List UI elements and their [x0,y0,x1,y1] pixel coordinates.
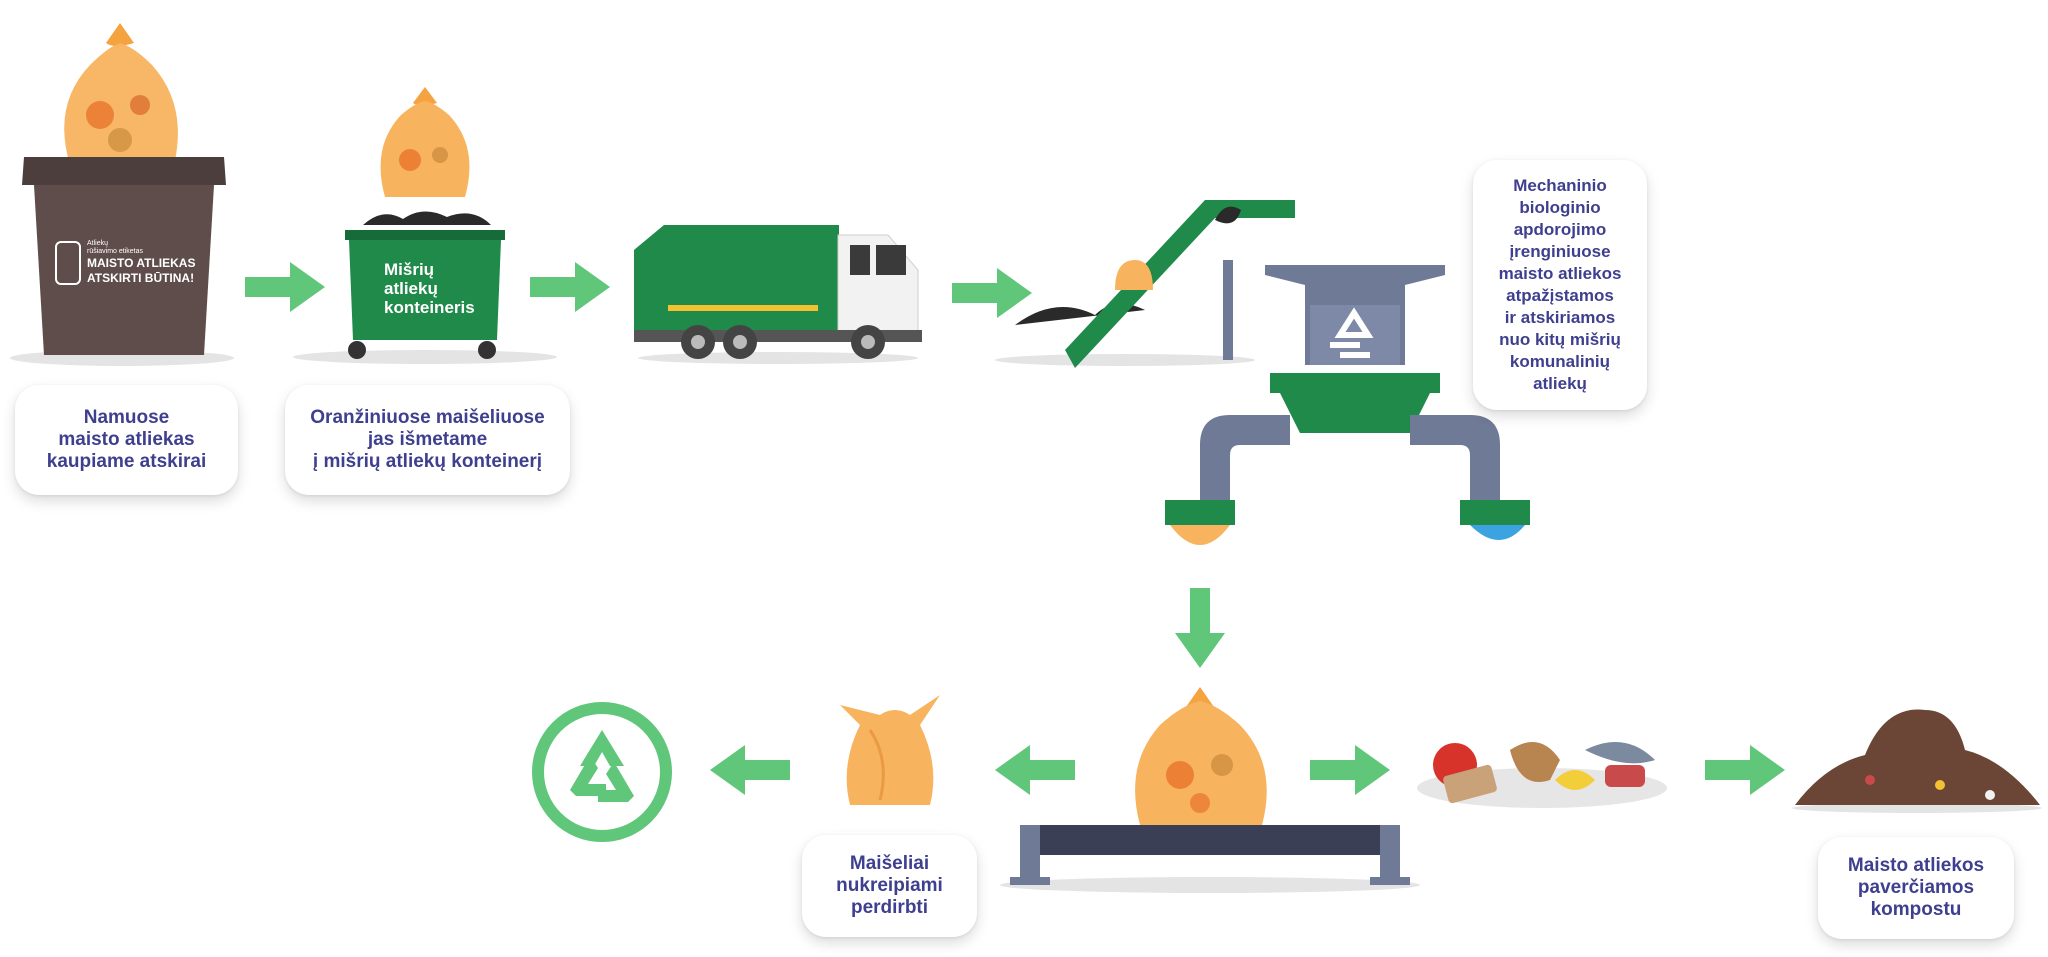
caption-recycle: Maišeliai nukreipiami perdirbti [802,835,977,937]
arrow-icon [245,262,325,312]
arrow-icon [952,268,1032,318]
mbt-machine-icon [1165,265,1530,545]
bin-sticker-small-2: rūšiavimo etiketas [87,248,144,255]
garbage-truck-icon [634,225,922,364]
food-waste-icon [1417,742,1667,808]
conveyor-icon [995,200,1295,368]
arrow-icon [710,745,790,795]
bag-on-stand-illustration [1000,687,1420,893]
compost-pile-icon [1792,709,2042,813]
caption-bags: Oranžiniuose maišeliuose jas išmetame į … [285,385,570,495]
leaf-logo-icon [55,241,81,285]
bin-sticker-small-1: Atliekų [87,240,109,247]
arrow-icon [1175,588,1225,668]
arrow-icon [1705,745,1785,795]
bin-sticker: Atliekų rūšiavimo etiketas MAISTO ATLIEK… [55,240,195,286]
container-illustration [293,87,557,364]
container-icon [345,230,505,359]
caption-home: Namuose maisto atliekas kaupiame atskira… [15,385,238,495]
home-bin-illustration [10,23,234,366]
recycle-icon [532,702,672,842]
bin-sticker-line-1: MAISTO ATLIEKAS [87,256,196,270]
bag-icon [840,695,940,805]
arrow-icon [1310,745,1390,795]
caption-compost: Maisto atliekos paverčiamos kompostu [1818,837,2014,939]
bag-icon [64,23,178,165]
arrow-icon [995,745,1075,795]
bag-icon [380,87,470,197]
bin-sticker-line-2: ATSKIRTI BŪTINA! [87,271,195,285]
recycle-icon [1330,307,1374,358]
container-label: Mišrių atliekų konteineris [384,260,475,317]
caption-mbt: Mechaninio biologinio apdorojimo įrengin… [1473,160,1647,410]
arrow-icon [530,262,610,312]
trash-bin-icon [22,157,226,355]
